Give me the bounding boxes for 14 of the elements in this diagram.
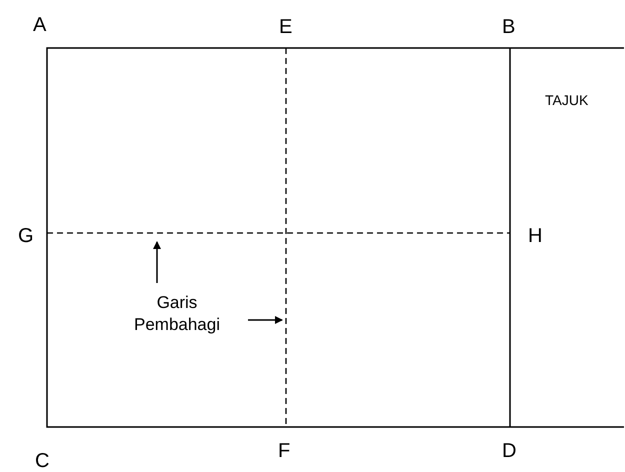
corner-letter: A [33,14,46,36]
point-letter: G [18,225,34,247]
leader-arrow [153,241,161,283]
dashed-divider-line [285,48,287,427]
corner-letter: C [35,450,50,472]
callout-text: Garis Pembahagi [122,292,232,336]
heading-text: TAJUK [545,92,588,108]
dashed-divider-line [47,232,510,234]
point-letter: F [278,440,290,462]
corner-letter: D [502,440,516,462]
point-letter: E [279,16,292,38]
point-letter: H [528,225,542,247]
corner-letter: B [502,16,516,38]
leader-arrow [248,316,283,324]
